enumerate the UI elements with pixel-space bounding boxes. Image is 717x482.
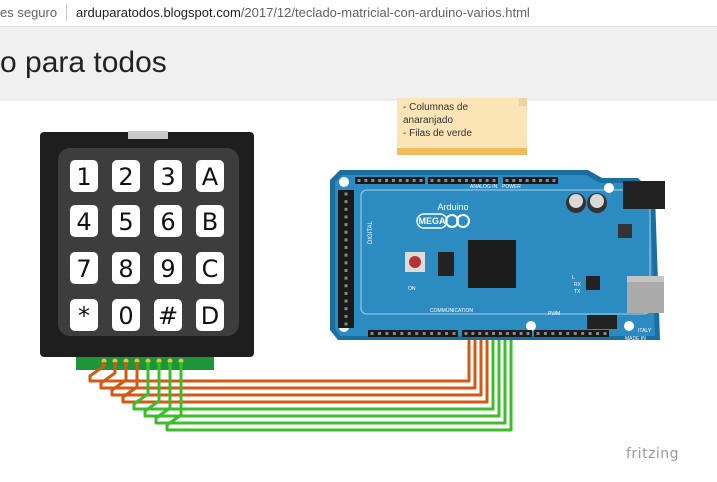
keypad-key-label: D [201, 302, 219, 330]
keypad-tab [128, 131, 168, 139]
keypad-key-label: 3 [160, 163, 175, 191]
blog-title[interactable]: o para todos [0, 46, 167, 79]
analog-label: ANALOG IN [470, 184, 498, 190]
url-text[interactable]: arduparatodos.blogspot.com/2017/12/tecla… [76, 5, 530, 20]
pin-header [462, 330, 532, 337]
pin-header [355, 177, 425, 184]
power-jack [623, 181, 665, 209]
url-path: /2017/12/teclado-matricial-con-arduino-v… [240, 5, 530, 20]
communication-label: COMMUNICATION [430, 308, 473, 314]
keypad-key-label: 8 [118, 255, 133, 283]
jumper-wire [143, 337, 501, 418]
l-label: L [572, 275, 575, 281]
jumper-wire [88, 337, 471, 383]
power-label: POWER [502, 184, 521, 190]
keypad-key: 4 [70, 205, 98, 237]
pin-header [338, 190, 354, 328]
security-indicator[interactable]: es seguro [0, 5, 58, 20]
jumper-wires [88, 337, 513, 432]
arduino-mega-board: MEGA Arduino DIGITAL COMMUNICATION POWER… [330, 170, 665, 342]
pin-header [534, 330, 609, 337]
note-line: - Columnas de [403, 102, 469, 113]
tx-label: TX [574, 289, 581, 295]
sticky-note [397, 98, 527, 155]
keypad-face [58, 148, 239, 336]
rx-label: RX [574, 282, 582, 288]
usb-port [627, 276, 664, 313]
pin-header [428, 177, 498, 184]
italy-label: ITALY [638, 328, 652, 334]
pin-header [503, 177, 558, 184]
microcontroller-chip [468, 240, 516, 288]
keypad-key-label: 6 [160, 208, 175, 236]
fritzing-logo: fritzing [626, 446, 680, 462]
keypad-key: 8 [112, 252, 140, 284]
keypad-key-label: 5 [118, 208, 133, 236]
keypad-key: 6 [154, 205, 182, 237]
note-line: anaranjado [403, 115, 454, 126]
made-in-label: MADE IN [625, 336, 646, 342]
keypad-key: 1 [70, 160, 98, 192]
url-separator [66, 4, 67, 21]
header-divider [0, 99, 717, 102]
note-line: - Filas de verde [403, 128, 472, 139]
keypad-key-label: 9 [160, 255, 175, 283]
keypad-key-label: 1 [76, 163, 91, 191]
jumper-wire [132, 337, 495, 411]
keypad-key: A [196, 160, 224, 192]
keypad-key: 9 [154, 252, 182, 284]
board-brand: Arduino [437, 202, 468, 212]
keypad-key-label: 7 [76, 255, 91, 283]
keypad-key-label: C [202, 255, 219, 283]
keypad-key-label: 4 [76, 208, 91, 236]
jumper-wire [99, 337, 477, 390]
keypad-key: # [154, 299, 182, 331]
keypad-key-label: 2 [118, 163, 133, 191]
keypad-key: D [196, 299, 224, 331]
address-bar[interactable]: es seguro arduparatodos.blogspot.com/201… [0, 0, 717, 27]
jumper-wire [165, 337, 513, 432]
url-domain: arduparatodos.blogspot.com [76, 5, 241, 20]
pwm-label: PWM [548, 311, 560, 317]
keypad-key: 0 [112, 299, 140, 331]
keypad-key: C [196, 252, 224, 284]
keypad-key: 3 [154, 160, 182, 192]
keypad-key-label: 0 [118, 302, 133, 330]
jumper-wire [154, 337, 507, 425]
blog-header: o para todos [0, 27, 717, 99]
keypad-key: * [70, 299, 98, 331]
keypad-key: 2 [112, 160, 140, 192]
keypad-key-label: B [202, 208, 218, 236]
on-label: ON [408, 286, 416, 292]
keypad-key-label: A [202, 163, 219, 191]
board-model: MEGA [419, 216, 447, 226]
digital-label: DIGITAL [368, 220, 374, 244]
jumper-wire [121, 337, 489, 404]
pin-header [368, 330, 458, 337]
keypad-key: 5 [112, 205, 140, 237]
keypad-key-label: # [158, 302, 178, 330]
keypad-key-label: * [78, 302, 90, 330]
jumper-wire [110, 337, 483, 397]
keypad-key: B [196, 205, 224, 237]
keypad-key: 7 [70, 252, 98, 284]
